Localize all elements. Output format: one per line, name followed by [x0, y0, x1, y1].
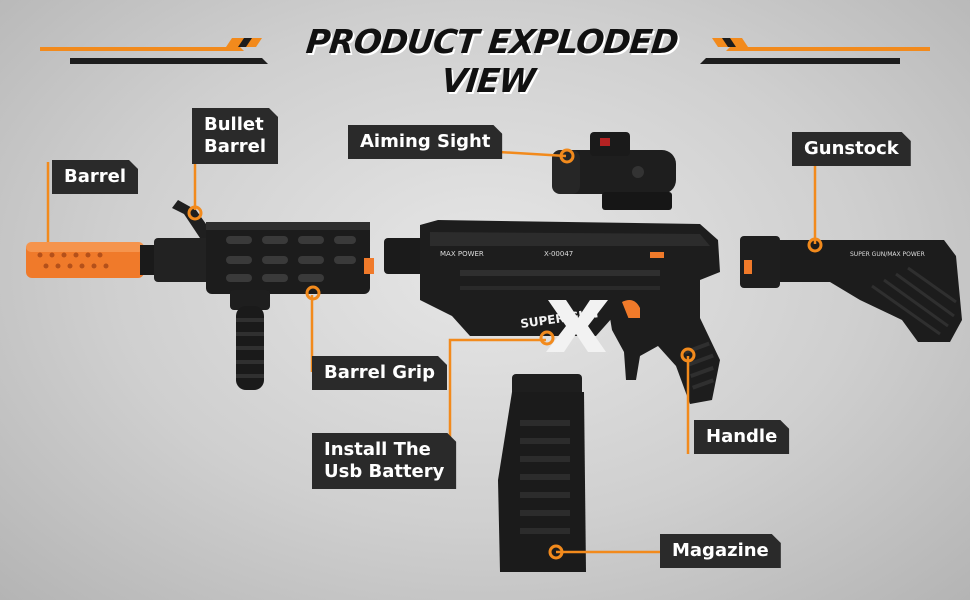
label-gunstock-text: Gunstock: [804, 138, 899, 159]
page-title: PRODUCT EXPLODED VIEW: [304, 22, 680, 100]
label-barrel-text: Barrel: [64, 166, 126, 187]
label-magazine-text: Magazine: [672, 540, 769, 561]
label-magazine: Magazine: [660, 534, 781, 568]
magazine-part: [498, 374, 586, 572]
label-usb-battery-line1: Install The: [324, 439, 431, 460]
gunstock-part: [740, 236, 962, 342]
label-usb-battery: Install The Usb Battery: [312, 433, 456, 489]
label-bullet-barrel: Bullet Barrel: [192, 108, 278, 164]
label-handle: Handle: [694, 420, 789, 454]
label-barrel-grip-text: Barrel Grip: [324, 362, 435, 383]
model-marking: X-00047: [544, 250, 573, 258]
label-bullet-barrel-line2: Barrel: [204, 136, 266, 157]
receiver-part: [384, 220, 720, 352]
muzzle-part: [26, 238, 214, 282]
label-barrel: Barrel: [52, 160, 138, 194]
foregrip-part: [230, 290, 270, 390]
label-handle-text: Handle: [706, 426, 778, 447]
label-bullet-barrel-line1: Bullet: [204, 114, 264, 135]
max-power-marking: MAX POWER: [440, 250, 484, 258]
label-gunstock: Gunstock: [792, 132, 911, 166]
label-aiming-sight-text: Aiming Sight: [360, 131, 491, 152]
handle-part: [610, 318, 720, 404]
title-ornament-left: [40, 38, 268, 64]
label-usb-battery-line2: Usb Battery: [324, 461, 445, 482]
handguard-part: [206, 222, 374, 294]
stock-marking: SUPER GUN/MAX POWER: [850, 251, 925, 258]
scope-part: [552, 132, 676, 210]
target-markers: [187, 148, 823, 560]
label-aiming-sight: Aiming Sight: [348, 125, 502, 159]
label-barrel-grip: Barrel Grip: [312, 356, 447, 390]
title-ornament-right: [700, 38, 930, 64]
title-bar: PRODUCT EXPLODED VIEW: [0, 20, 970, 100]
